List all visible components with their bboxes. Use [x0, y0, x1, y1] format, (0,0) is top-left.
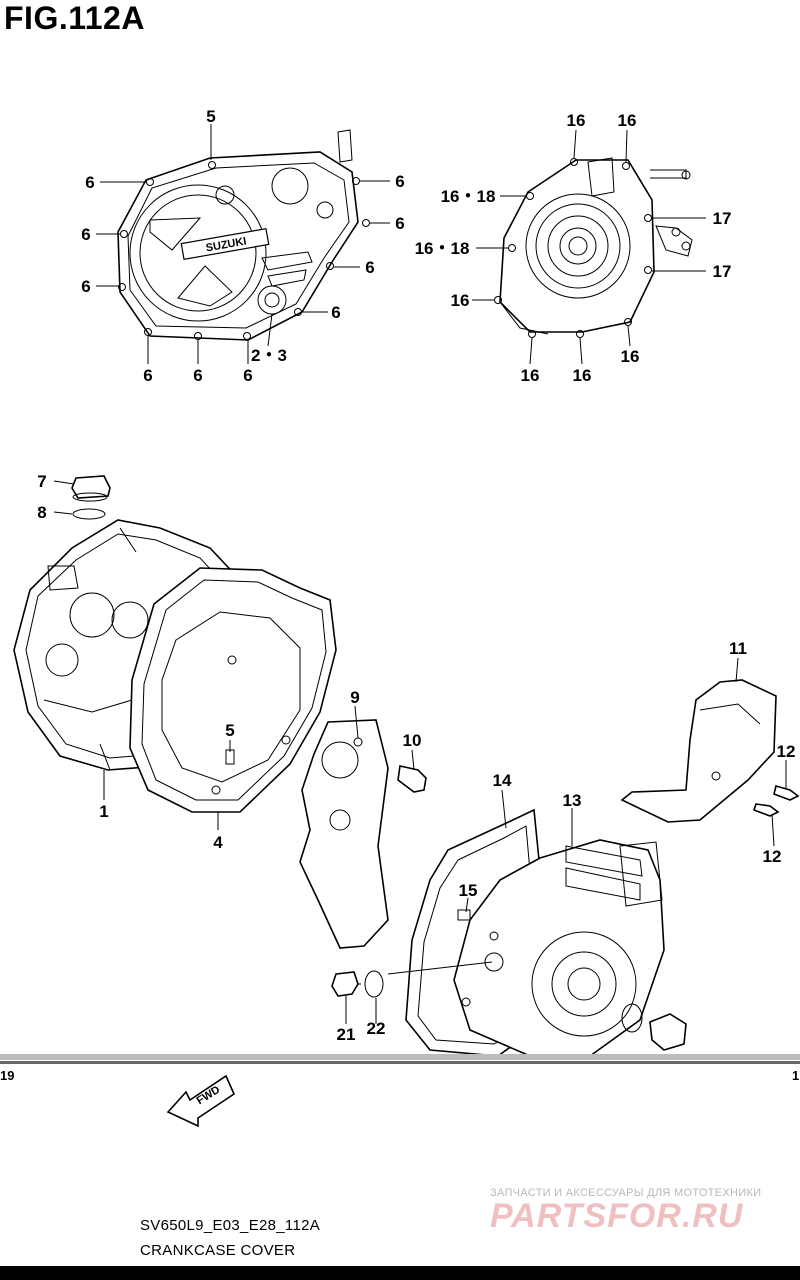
- clutch-cover: SUZUKI: [117, 129, 370, 341]
- fwd-arrow-icon: [166, 1074, 236, 1128]
- callout-label: 6: [81, 225, 90, 244]
- callout-label: 21: [337, 1025, 356, 1044]
- callout-label: 6: [395, 214, 404, 233]
- callout-label: 10: [403, 731, 422, 750]
- callout-label: 16: [451, 291, 470, 310]
- callout-label: 14: [493, 771, 512, 790]
- callout-label: 6: [143, 366, 152, 385]
- oil-filler-cap: [71, 475, 111, 502]
- callout-label: 12: [777, 742, 796, 761]
- leader-lines: [53, 124, 787, 1024]
- o-ring: [621, 1003, 643, 1033]
- callout-label: 8: [37, 503, 46, 522]
- edge-page-number-left: 19: [0, 1068, 15, 1083]
- callout-label: 5: [225, 721, 234, 740]
- sprocket-cover: [620, 679, 777, 823]
- callout-label: 4: [213, 833, 223, 852]
- figure-caption: CRANKCASE COVER: [140, 1242, 296, 1259]
- dowel-pin: [457, 909, 471, 921]
- callout-label: 6: [331, 303, 340, 322]
- drain-plug: [331, 971, 359, 997]
- watermark-tagline: ЗАПЧАСТИ И АКСЕССУАРЫ ДЛЯ МОТОТЕХНИКИ: [490, 1187, 762, 1199]
- callout-label: 16: [621, 347, 640, 366]
- edge-page-number-right: 1: [792, 1068, 800, 1083]
- callout-label: 16・18: [415, 239, 470, 258]
- cover-plate: [299, 719, 389, 949]
- callout-label: 16: [521, 366, 540, 385]
- callout-label: 13: [563, 791, 582, 810]
- callout-label: 9: [350, 688, 359, 707]
- callout-label: 5: [206, 107, 215, 126]
- callout-label: 22: [367, 1019, 386, 1038]
- plug-gasket: [364, 970, 384, 998]
- callout-label: 6: [193, 366, 202, 385]
- callout-label: 12: [763, 847, 782, 866]
- screw: [773, 785, 800, 801]
- callout-label: 6: [81, 277, 90, 296]
- callout-label: 16: [618, 111, 637, 130]
- watermark-brand-logo: PARTSFOR.RU: [490, 1197, 744, 1235]
- callout-label: 17: [713, 262, 732, 281]
- bottom-bar: [0, 1266, 800, 1280]
- callout-label: 15: [459, 881, 478, 900]
- callout-label: 1: [99, 802, 108, 821]
- clutch-cover-gasket: [129, 567, 337, 813]
- callout-label: 11: [729, 639, 747, 658]
- callout-labels: 5 6 6 6 6 6 6 6 6 6 6 6 2・3 16 16 16・18 …: [37, 107, 795, 1044]
- callout-label: 6: [85, 173, 94, 192]
- figure-title: FIG.112A: [4, 0, 145, 36]
- generator-cover: [494, 157, 693, 338]
- filler-cap-o-ring: [72, 508, 106, 520]
- model-code: SV650L9_E03_E28_112A: [140, 1217, 321, 1234]
- bolt: [397, 765, 427, 793]
- callout-label: 17: [713, 209, 732, 228]
- callout-label: 6: [395, 172, 404, 191]
- callout-label: 16・18: [441, 187, 496, 206]
- callout-label: 7: [37, 472, 46, 491]
- callout-label: 16: [567, 111, 586, 130]
- screw: [752, 803, 780, 817]
- inspection-plug: [649, 1013, 687, 1051]
- callout-label: 6: [243, 366, 252, 385]
- callout-label: 16: [573, 366, 592, 385]
- callout-label: 2・3: [251, 346, 287, 365]
- callout-label: 6: [365, 258, 374, 277]
